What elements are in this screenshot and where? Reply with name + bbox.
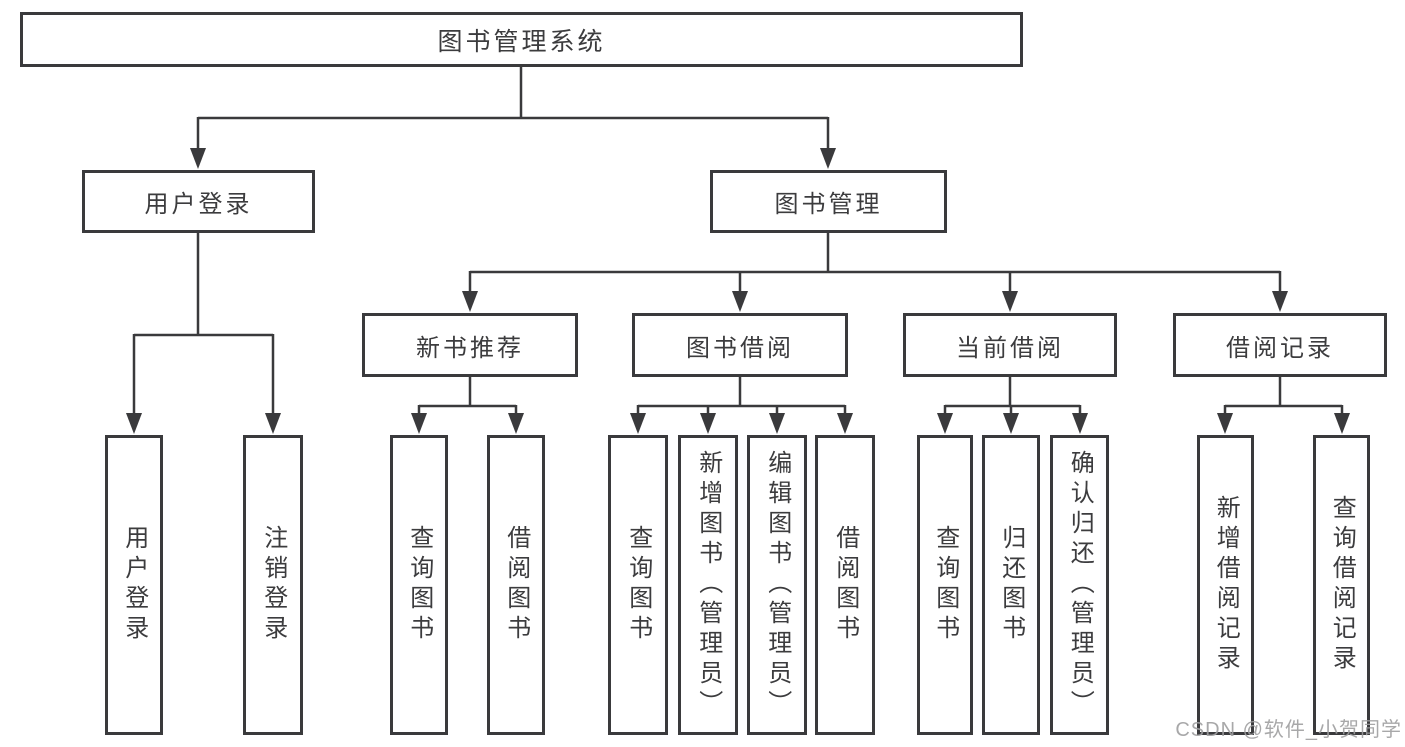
leaf-return-books: 归还图书 bbox=[982, 435, 1040, 735]
node-label: 新增图书（管理员） bbox=[694, 450, 722, 720]
node-label: 借阅记录 bbox=[1226, 334, 1334, 362]
node-label: 归还图书 bbox=[997, 525, 1025, 645]
node-new-book-recommend: 新书推荐 bbox=[362, 313, 578, 377]
node-user-login-branch: 用户登录 bbox=[82, 170, 315, 233]
node-borrow-records: 借阅记录 bbox=[1173, 313, 1387, 377]
node-label: 图书借阅 bbox=[686, 334, 794, 362]
csdn-watermark: CSDN @软件_小贺同学 bbox=[1175, 719, 1402, 741]
arrowheads bbox=[126, 148, 1350, 434]
leaf-query-books-2: 查询图书 bbox=[608, 435, 668, 735]
node-book-borrow: 图书借阅 bbox=[632, 313, 848, 377]
leaf-query-borrow-record: 查询借阅记录 bbox=[1313, 435, 1370, 735]
node-label: 查询图书 bbox=[624, 525, 652, 645]
node-current-borrow: 当前借阅 bbox=[903, 313, 1117, 377]
node-book-management-branch: 图书管理 bbox=[710, 170, 947, 233]
leaf-edit-books-admin: 编辑图书（管理员） bbox=[747, 435, 807, 735]
node-label: 借阅图书 bbox=[831, 525, 859, 645]
node-label: 查询图书 bbox=[931, 525, 959, 645]
leaf-confirm-return-admin: 确认归还（管理员） bbox=[1050, 435, 1109, 735]
node-label: 借阅图书 bbox=[502, 525, 530, 645]
node-label: 图书管理系统 bbox=[437, 27, 606, 56]
node-library-management-system: 图书管理系统 bbox=[20, 12, 1023, 67]
node-label: 编辑图书（管理员） bbox=[763, 450, 791, 720]
node-label: 用户登录 bbox=[144, 191, 253, 218]
leaf-query-books-3: 查询图书 bbox=[917, 435, 973, 735]
leaf-query-books-1: 查询图书 bbox=[390, 435, 448, 735]
leaf-user-login: 用户登录 bbox=[105, 435, 163, 735]
leaf-logout: 注销登录 bbox=[243, 435, 303, 735]
node-label: 注销登录 bbox=[259, 525, 287, 645]
leaf-add-books-admin: 新增图书（管理员） bbox=[678, 435, 738, 735]
leaf-add-borrow-record: 新增借阅记录 bbox=[1197, 435, 1254, 735]
leaf-borrow-books-1: 借阅图书 bbox=[487, 435, 545, 735]
node-label: 用户登录 bbox=[120, 525, 148, 645]
node-label: 确认归还（管理员） bbox=[1066, 450, 1094, 720]
node-label: 新书推荐 bbox=[416, 334, 524, 362]
node-label: 新增借阅记录 bbox=[1212, 495, 1240, 675]
node-label: 图书管理 bbox=[774, 191, 883, 218]
node-label: 查询借阅记录 bbox=[1328, 495, 1356, 675]
node-label: 查询图书 bbox=[405, 525, 433, 645]
leaf-borrow-books-2: 借阅图书 bbox=[815, 435, 875, 735]
node-label: 当前借阅 bbox=[956, 334, 1064, 362]
